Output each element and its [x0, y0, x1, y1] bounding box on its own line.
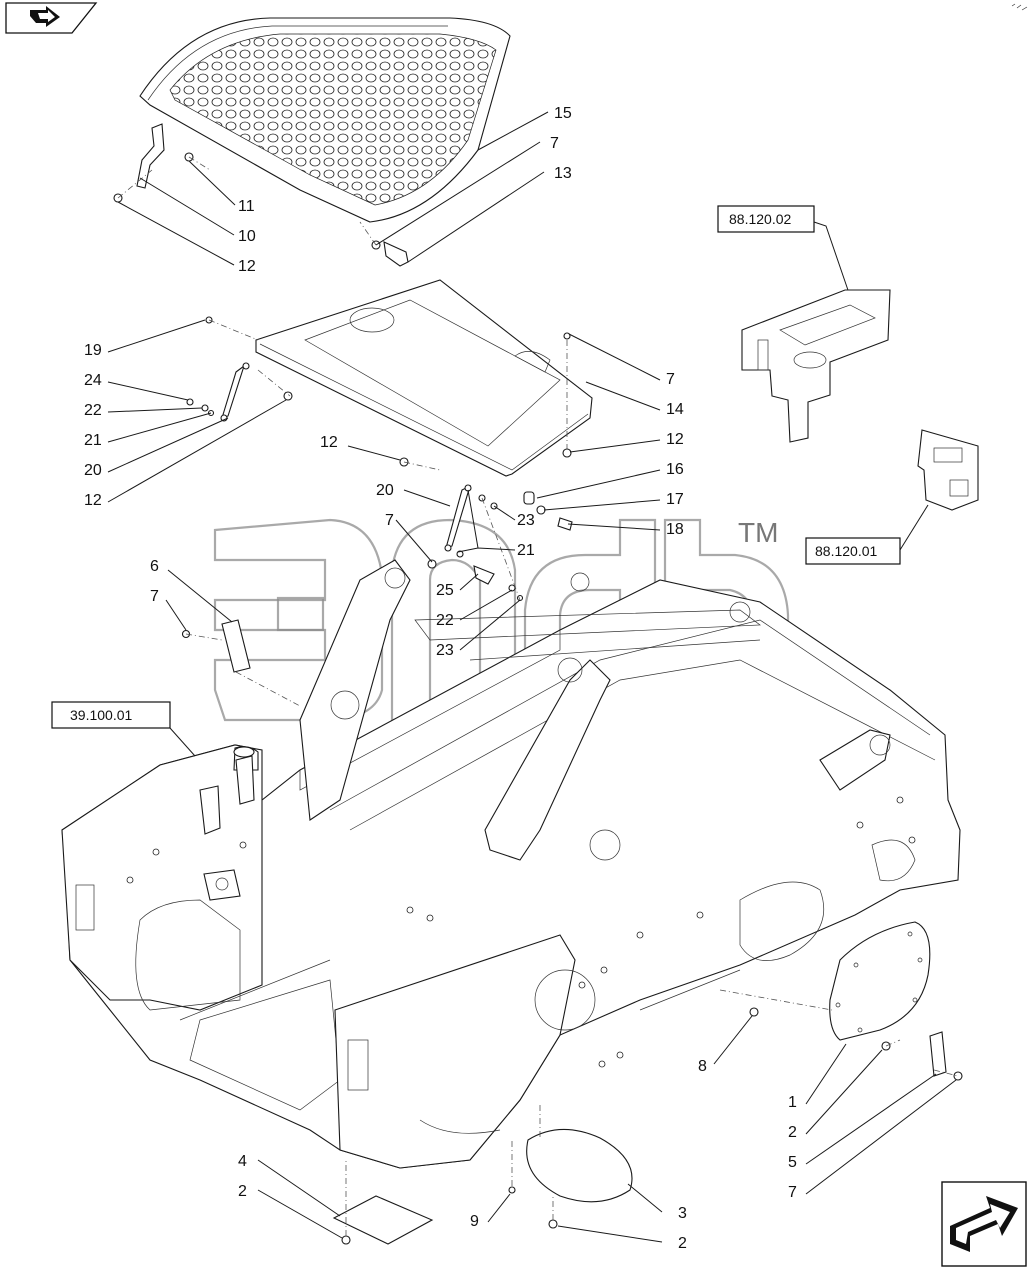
callout-25: 25: [436, 582, 454, 599]
callout-24: 24: [84, 372, 102, 389]
callout-1: 1: [788, 1094, 797, 1111]
callout-20: 20: [376, 482, 394, 499]
callout-2: 2: [788, 1124, 797, 1141]
callout-23: 23: [436, 642, 454, 659]
callout-7: 7: [385, 512, 394, 529]
leader-lines: [107, 111, 957, 1243]
callout-22: 22: [84, 402, 102, 419]
callout-2: 2: [238, 1183, 247, 1200]
corner-mark: [1011, 3, 1028, 11]
callout-12: 12: [666, 431, 684, 448]
ref-label-88-120-01: 88.120.01: [815, 543, 877, 559]
callout-12: 12: [238, 258, 256, 275]
chassis-frame-part: [61, 559, 961, 1169]
hood-panel-part: [205, 279, 593, 477]
callout-13: 13: [554, 165, 572, 182]
callout-10: 10: [238, 228, 256, 245]
callout-9: 9: [470, 1213, 479, 1230]
bottom-small-plate: [332, 1160, 434, 1245]
ref-link-88-120-01[interactable]: 88.120.01: [805, 537, 901, 565]
callout-23: 23: [517, 512, 535, 529]
callout-15: 15: [554, 105, 572, 122]
callout-3: 3: [678, 1205, 687, 1222]
prev-page-button[interactable]: [5, 2, 98, 34]
callout-5: 5: [788, 1154, 797, 1171]
callout-20: 20: [84, 462, 102, 479]
trademark-label: TM: [738, 517, 778, 548]
callouts: 15 7 13 11 10 12 19 24 22 21 20 12 7 14 …: [84, 105, 797, 1252]
callout-7: 7: [150, 588, 159, 605]
ref-label-88-120-02: 88.120.02: [729, 211, 791, 227]
callout-16: 16: [666, 461, 684, 478]
ref-label-39-100-01: 39.100.01: [70, 707, 132, 723]
round-cover-right: [719, 921, 963, 1081]
gas-strut-center: [399, 457, 573, 602]
bottom-cover-plate: [508, 1105, 633, 1229]
callout-7: 7: [788, 1184, 797, 1201]
callout-19: 19: [84, 342, 102, 359]
grille-cover-part: [139, 17, 511, 223]
ref-link-39-100-01[interactable]: 39.100.01: [51, 701, 171, 729]
callout-14: 14: [666, 401, 684, 418]
callout-6: 6: [150, 558, 159, 575]
ref-link-88-120-02[interactable]: 88.120.02: [717, 205, 815, 233]
callout-11: 11: [238, 198, 255, 215]
back-arrow-icon: [30, 6, 60, 27]
callout-7: 7: [550, 135, 559, 152]
side-bracket-part: [181, 619, 301, 707]
callout-2: 2: [678, 1235, 687, 1252]
callout-12: 12: [84, 492, 102, 509]
forward-arrow-icon: [950, 1196, 1018, 1252]
callout-21: 21: [84, 432, 102, 449]
callout-17: 17: [666, 491, 684, 508]
gas-strut-left: [186, 362, 293, 422]
ref-assembly-88-120-01: [917, 429, 979, 511]
callout-18: 18: [666, 521, 684, 538]
ref-assembly-88-120-02: [741, 289, 891, 443]
callout-4: 4: [238, 1153, 247, 1170]
callout-12: 12: [320, 434, 338, 451]
callout-7: 7: [666, 371, 675, 388]
callout-21: 21: [517, 542, 535, 559]
next-page-button[interactable]: [941, 1181, 1027, 1267]
callout-8: 8: [698, 1058, 707, 1075]
callout-22: 22: [436, 612, 454, 629]
